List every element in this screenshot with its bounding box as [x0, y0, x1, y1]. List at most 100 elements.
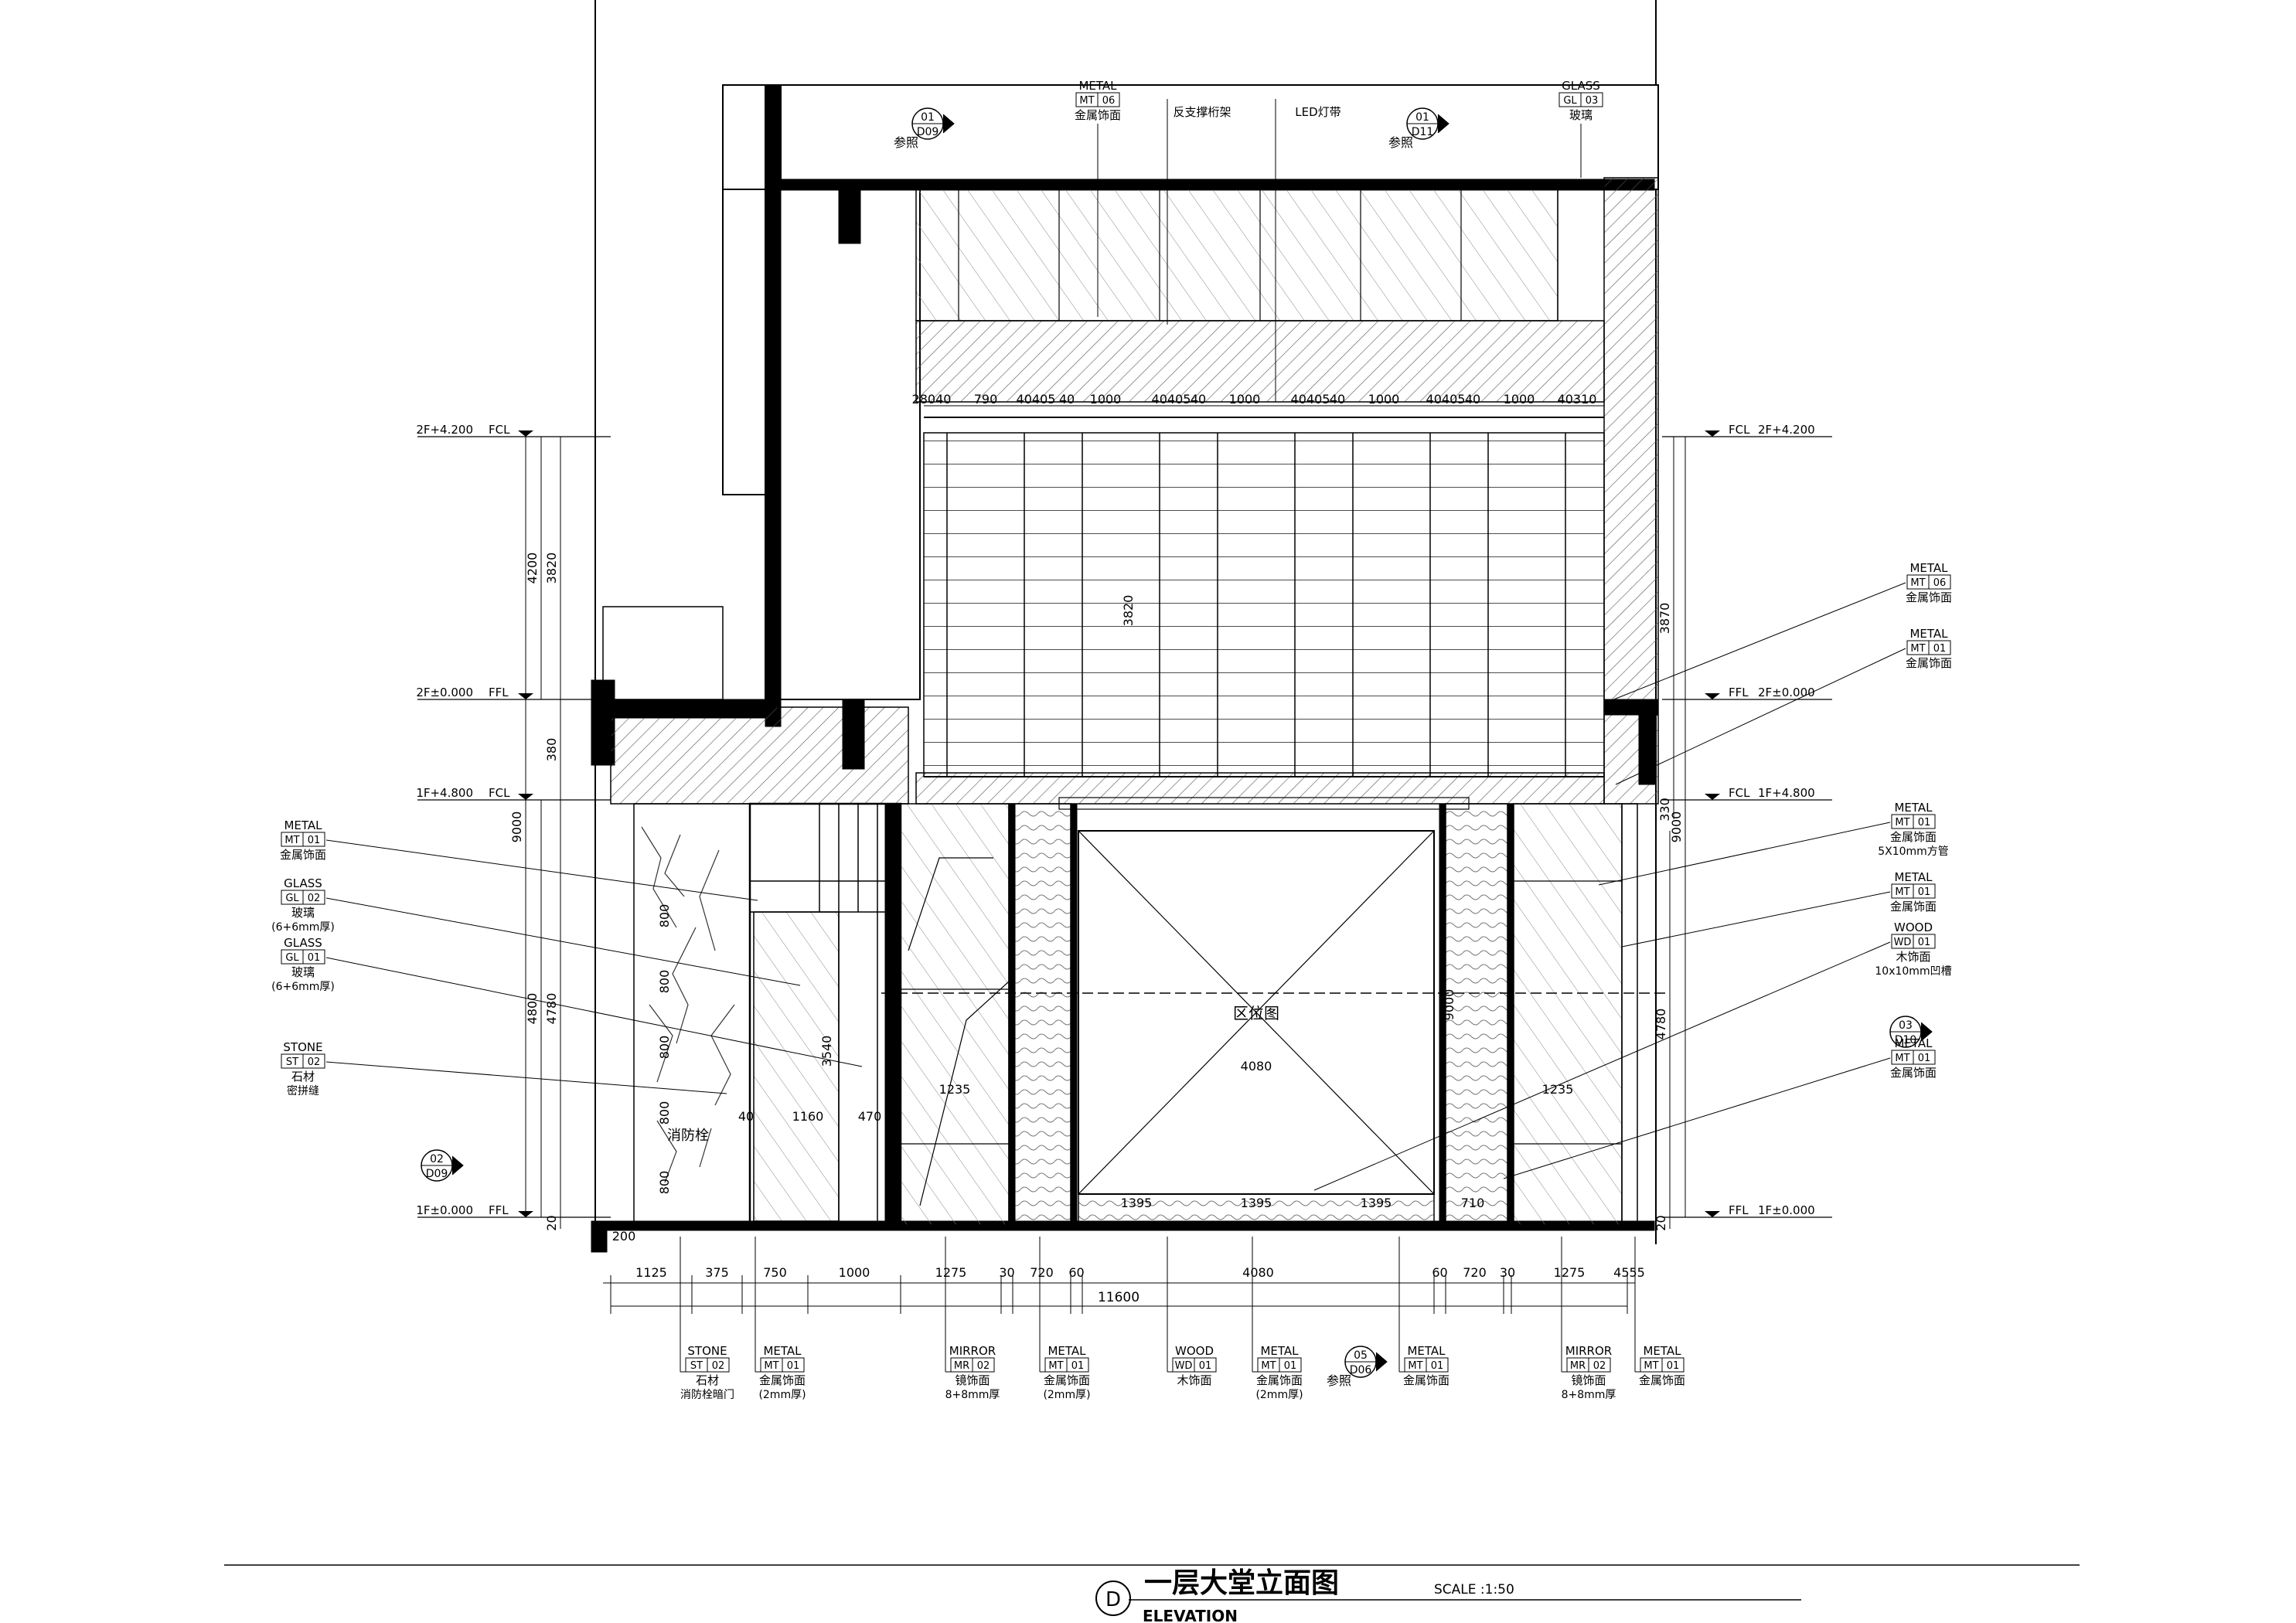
- dim-text-top: 40405: [1152, 392, 1191, 407]
- section-sheet: D06: [1350, 1364, 1372, 1376]
- callout-code: MT: [1910, 577, 1925, 589]
- callout-code: MT: [1048, 1360, 1063, 1372]
- callout-leader: [325, 1061, 727, 1094]
- level-text-right: 1F±0.000: [1758, 1203, 1815, 1217]
- callout-leader: [1615, 648, 1906, 785]
- section-sheet: D10: [1895, 1034, 1917, 1046]
- callout-num: 01: [308, 835, 321, 846]
- level-tag-left: FFL: [489, 686, 509, 699]
- dim-text-bottom: 375: [705, 1265, 729, 1280]
- dim-text-bottom: 720: [1030, 1265, 1054, 1280]
- callout-desc: 金属饰面: [280, 848, 326, 862]
- dim-text-right: 20: [1654, 1215, 1668, 1230]
- callout-num: 06: [1933, 577, 1947, 589]
- callout-desc: 金属饰面: [1906, 590, 1952, 604]
- level-tag-left: FCL: [489, 423, 510, 437]
- section-note: 参照: [1388, 135, 1413, 150]
- dim-text-offset: 200: [612, 1229, 636, 1244]
- callout-head: STONE: [687, 1344, 727, 1358]
- dim-text-right: 3870: [1657, 603, 1672, 635]
- callout-num: 01: [1199, 1360, 1212, 1372]
- callout-leader: [1598, 822, 1891, 886]
- callout-code: MT: [1895, 886, 1909, 898]
- callout-code: GL: [285, 893, 299, 904]
- dim-text-top: 1000: [1229, 392, 1261, 407]
- dim-text-top: 40405: [1017, 392, 1056, 407]
- callout-leader: [325, 957, 863, 1067]
- material-callout: 反支撑桁架: [1173, 105, 1231, 119]
- callout-num: 03: [1586, 95, 1599, 107]
- callout-head: METAL: [284, 818, 322, 832]
- dim-text-left: 9000: [509, 812, 524, 843]
- callout-leader: [325, 839, 758, 901]
- dim-text-inner: 800: [657, 904, 672, 928]
- callout-num: 01: [1918, 1053, 1931, 1064]
- callout-num: 02: [308, 1056, 321, 1068]
- callout-code: ST: [286, 1056, 298, 1068]
- dim-text-inner: 800: [657, 970, 672, 994]
- dim-text-bottom: 1275: [935, 1265, 967, 1280]
- callout-num: 01: [1918, 937, 1931, 948]
- dim-text-bottom: 60: [1432, 1265, 1447, 1280]
- section-arrow: [942, 114, 955, 134]
- callout-code: GL: [285, 952, 299, 964]
- level-triangle-right: [1705, 693, 1720, 699]
- dim-text-inner: 3540: [819, 1036, 834, 1067]
- section-sheet: D09: [426, 1168, 448, 1180]
- callout-num: 01: [787, 1360, 800, 1372]
- building-structure: [591, 0, 1659, 1253]
- callout-num: 06: [1102, 95, 1116, 107]
- callout-desc2: 5X10mm方管: [1878, 846, 1949, 858]
- drawing-scale: SCALE :1:50: [1434, 1582, 1514, 1597]
- dim-text-top: 1000: [1504, 392, 1535, 407]
- callout-num: 01: [1431, 1360, 1444, 1372]
- dim-text-left: 4780: [544, 993, 559, 1025]
- section-number: 01: [1415, 111, 1429, 124]
- callout-desc: 金属饰面: [1403, 1373, 1449, 1387]
- dim-text-top: 28040: [912, 392, 952, 407]
- callout-desc: 金属饰面: [1890, 830, 1937, 844]
- level-triangle-right: [1705, 794, 1720, 800]
- callout-code: MT: [1408, 1360, 1422, 1372]
- callout-code: ST: [690, 1360, 703, 1372]
- ground-floor-wall: [633, 802, 1670, 1227]
- callout-desc: 石材: [696, 1373, 719, 1387]
- dim-text-left: 4800: [525, 993, 540, 1025]
- dim-text-right: 9000: [1669, 812, 1684, 843]
- callout-leader: [325, 897, 801, 986]
- callout-code: MT: [1895, 1053, 1909, 1064]
- callout-desc2: (6+6mm厚): [271, 921, 335, 934]
- callout-desc: 玻璃: [291, 965, 315, 979]
- section-arrow: [1375, 1352, 1388, 1372]
- callout-code: MR: [954, 1360, 969, 1372]
- level-text-left: 1F+4.800: [416, 786, 473, 800]
- callout-num: 01: [1933, 643, 1947, 655]
- callout-head: GLASS: [1562, 79, 1600, 93]
- level-text-right: 2F±0.000: [1758, 686, 1815, 699]
- drawing-title: 一层大堂立面图: [1144, 1567, 1339, 1599]
- callout-desc: 镜饰面: [955, 1373, 990, 1387]
- callout-desc: 玻璃: [291, 906, 315, 920]
- dim-text-top: 40405: [1291, 392, 1330, 407]
- callout-desc: 金属饰面: [1639, 1373, 1685, 1387]
- section-arrow: [451, 1155, 464, 1176]
- drawing-subtitle: ELEVATION: [1143, 1607, 1238, 1623]
- callout-code: MT: [1079, 95, 1094, 107]
- level-tag-right: FFL: [1729, 686, 1749, 699]
- callout-desc2: 8+8mm厚: [1562, 1389, 1616, 1401]
